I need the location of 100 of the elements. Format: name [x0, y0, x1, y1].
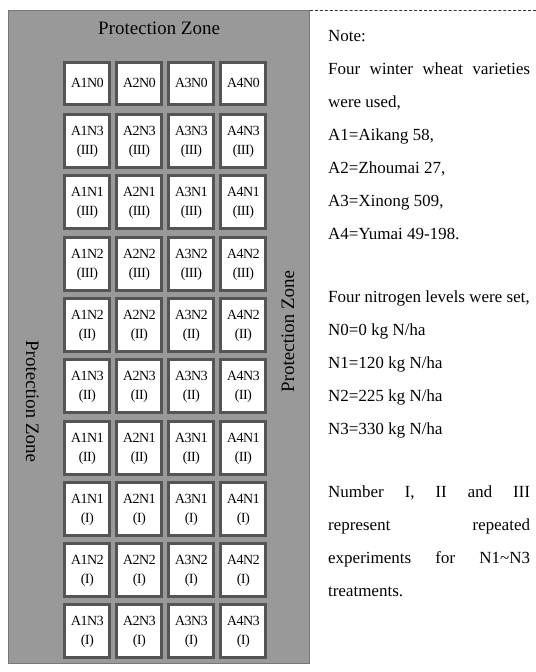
note-text: N3=330 kg N/ha	[328, 418, 444, 440]
plot-box	[167, 542, 215, 598]
plot-code: A2N2	[122, 306, 156, 325]
plot-code: A1N2	[70, 306, 104, 325]
plot-box	[63, 113, 111, 169]
plot-box	[115, 174, 163, 230]
replicate-label: (III)	[128, 203, 150, 222]
plot-box	[115, 358, 163, 414]
plot-box	[115, 420, 163, 476]
plot-box	[167, 296, 215, 353]
plot-code: A3N2	[174, 246, 208, 264]
replicate-label: (I)	[236, 510, 250, 528]
replicate-label: (III)	[232, 264, 254, 283]
replicate-label: (III)	[76, 142, 98, 160]
zone-label: Protection Zone	[97, 17, 221, 41]
plot-box	[115, 480, 163, 537]
plot-code: A3N1	[174, 490, 208, 509]
plot-code: A3N1	[174, 184, 208, 202]
replicate-label: (III)	[232, 203, 254, 222]
plot-box	[219, 358, 267, 414]
plot-box	[63, 174, 111, 230]
plot-box	[115, 236, 163, 292]
plot-code: A4N3	[226, 368, 260, 386]
plot-box	[115, 296, 163, 353]
plot-code: A3N2	[174, 306, 208, 325]
plot-code: A2N1	[122, 430, 156, 448]
plot-box	[167, 61, 215, 106]
plot-code: A4N3	[226, 123, 260, 141]
note-text: N1=120 kg N/ha	[328, 352, 444, 374]
plot-code: A1N3	[70, 368, 104, 386]
plot-box	[219, 236, 267, 292]
note-text: A1=Aikang 58,	[328, 124, 435, 146]
plot-box	[219, 113, 267, 169]
note-text: A4=Yumai 49-198.	[328, 223, 460, 245]
plot-box	[219, 542, 267, 598]
replicate-label: (II)	[130, 387, 148, 406]
plot-box	[63, 420, 111, 476]
plot-code: A4N1	[226, 430, 260, 448]
plot-code: A1N1	[70, 490, 104, 509]
plot-box	[167, 480, 215, 537]
plot-box	[219, 420, 267, 476]
replicate-label: (I)	[80, 510, 94, 528]
plot-code: A4N1	[226, 184, 260, 202]
replicate-label: (III)	[76, 203, 98, 222]
note-text: Note:	[328, 25, 367, 47]
replicate-label: (I)	[80, 571, 94, 590]
replicate-label: (II)	[182, 387, 200, 406]
plot-box	[115, 542, 163, 598]
plot-box	[219, 61, 267, 106]
replicate-label: (III)	[180, 264, 202, 283]
replicate-label: (II)	[130, 326, 148, 344]
replicate-label: (I)	[236, 571, 250, 590]
plot-code: A3N3	[174, 123, 208, 141]
plot-box	[219, 174, 267, 230]
replicate-label: (III)	[180, 142, 202, 160]
note-text: Four winter wheat varieties were used,	[328, 58, 530, 113]
replicate-label: (II)	[182, 448, 200, 466]
plot-code: A4N3	[226, 613, 260, 632]
replicate-label: (II)	[182, 326, 200, 344]
note-text: N2=225 kg N/ha	[328, 385, 444, 407]
plot-code: A2N2	[122, 552, 156, 570]
zone-label: Protection Zone	[277, 269, 300, 394]
plot-box	[115, 61, 163, 106]
replicate-label: (I)	[184, 632, 198, 650]
note-text: A3=Xinong 509,	[328, 190, 444, 212]
plot-code: A2N1	[122, 490, 156, 509]
plot-code: A3N3	[174, 613, 208, 632]
plot-code: A4N2	[226, 552, 260, 570]
plot-code: A4N2	[226, 306, 260, 325]
note-text: A2=Zhoumai 27,	[328, 157, 446, 179]
plot-code: A1N2	[70, 552, 104, 570]
plot-code: A3N2	[174, 552, 208, 570]
plot-box	[115, 113, 163, 169]
plot-box	[63, 358, 111, 414]
replicate-label: (II)	[78, 326, 96, 344]
plot-code: A4N0	[226, 75, 260, 93]
plot-code: A2N0	[122, 75, 156, 93]
plot-box	[63, 480, 111, 537]
plot-box	[167, 358, 215, 414]
replicate-label: (III)	[180, 203, 202, 222]
plot-code: A3N1	[174, 430, 208, 448]
plot-code: A2N3	[122, 368, 156, 386]
plot-code: A1N3	[70, 613, 104, 632]
replicate-label: (III)	[128, 142, 150, 160]
replicate-label: (III)	[76, 264, 98, 283]
plot-box	[63, 542, 111, 598]
replicate-label: (I)	[132, 510, 146, 528]
plot-code: A1N1	[70, 430, 104, 448]
protection-zone-field	[8, 10, 310, 664]
plot-box	[115, 603, 163, 660]
replicate-label: (I)	[132, 632, 146, 650]
plot-box	[63, 603, 111, 660]
replicate-label: (II)	[130, 448, 148, 466]
replicate-label: (I)	[184, 571, 198, 590]
note-text: Number I, II and III represent repeated experiments for N1~N3 treatments.	[328, 481, 530, 602]
replicate-label: (I)	[236, 632, 250, 650]
plot-box	[167, 236, 215, 292]
plot-code: A1N1	[70, 184, 104, 202]
plot-box	[167, 113, 215, 169]
plot-code: A2N1	[122, 184, 156, 202]
